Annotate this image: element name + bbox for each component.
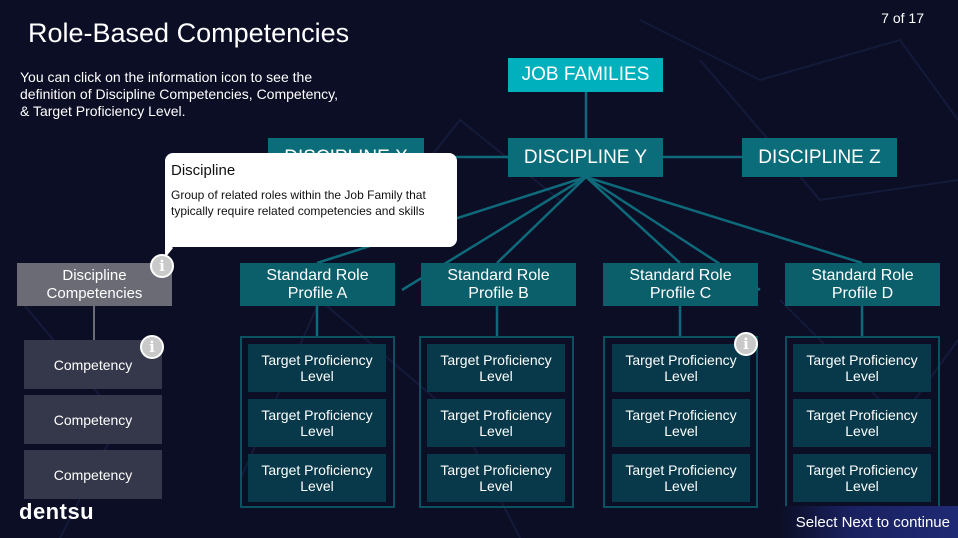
competency-label-2: Competency: [53, 411, 133, 428]
info-glyph: i: [149, 338, 155, 356]
info-glyph: i: [743, 335, 749, 353]
tooltip-tail: [165, 240, 173, 258]
tpl-label: Target Proficiency Level: [440, 462, 552, 494]
role-profile-c-box: Standard Role Profile C: [603, 263, 758, 306]
tpl-d-1: Target Proficiency Level: [793, 344, 931, 392]
tpl-c-3: Target Proficiency Level: [612, 454, 750, 502]
tpl-a-1: Target Proficiency Level: [248, 344, 386, 392]
tooltip-body: Group of related roles within the Job Fa…: [171, 188, 426, 218]
tpl-label: Target Proficiency Level: [806, 352, 918, 384]
role-profile-a-label: Standard Role Profile A: [266, 266, 369, 302]
tpl-a-3: Target Proficiency Level: [248, 454, 386, 502]
info-icon-discipline-competencies[interactable]: i: [150, 254, 174, 278]
role-profile-d-box: Standard Role Profile D: [785, 263, 940, 306]
tpl-b-1: Target Proficiency Level: [427, 344, 565, 392]
job-families-label: JOB FAMILIES: [521, 64, 650, 85]
tpl-b-2: Target Proficiency Level: [427, 399, 565, 447]
tpl-label: Target Proficiency Level: [625, 352, 737, 384]
role-a-frame: [240, 336, 395, 508]
tpl-label: Target Proficiency Level: [806, 407, 918, 439]
page-indicator: 7 of 17: [881, 10, 924, 26]
tpl-b-3: Target Proficiency Level: [427, 454, 565, 502]
discipline-y-box: DISCIPLINE Y: [508, 138, 663, 177]
tpl-label: Target Proficiency Level: [440, 407, 552, 439]
tpl-label: Target Proficiency Level: [806, 462, 918, 494]
discipline-tooltip: Discipline Group of related roles within…: [165, 153, 457, 247]
page-title: Role-Based Competencies: [28, 18, 350, 48]
role-profile-b-label: Standard Role Profile B: [447, 266, 550, 302]
competency-box-2: Competency: [24, 395, 162, 444]
intro-text: You can click on the information icon to…: [20, 69, 339, 119]
competency-label-1: Competency: [53, 356, 133, 373]
tpl-label: Target Proficiency Level: [440, 352, 552, 384]
tpl-label: Target Proficiency Level: [261, 462, 373, 494]
tpl-label: Target Proficiency Level: [625, 407, 737, 439]
discipline-z-label: DISCIPLINE Z: [758, 146, 881, 168]
info-icon-target-proficiency[interactable]: i: [734, 332, 758, 356]
discipline-competencies-label: Discipline Competencies: [46, 266, 143, 302]
tpl-d-3: Target Proficiency Level: [793, 454, 931, 502]
competency-box-3: Competency: [24, 450, 162, 499]
role-profile-b-box: Standard Role Profile B: [421, 263, 576, 306]
tpl-a-2: Target Proficiency Level: [248, 399, 386, 447]
tpl-d-2: Target Proficiency Level: [793, 399, 931, 447]
info-glyph: i: [159, 257, 165, 275]
role-profile-a-box: Standard Role Profile A: [240, 263, 395, 306]
dentsu-logo: dentsu: [19, 499, 95, 524]
tpl-label: Target Proficiency Level: [625, 462, 737, 494]
discipline-y-label: DISCIPLINE Y: [523, 146, 648, 168]
tooltip-title: Discipline: [171, 162, 236, 179]
tpl-c-1: Target Proficiency Level: [612, 344, 750, 392]
tpl-label: Target Proficiency Level: [261, 407, 373, 439]
discipline-competencies-box: Discipline Competencies: [17, 263, 172, 306]
tpl-label: Target Proficiency Level: [261, 352, 373, 384]
select-next-text: Select Next to continue: [795, 513, 950, 531]
role-profile-c-label: Standard Role Profile C: [629, 266, 732, 302]
footer-bar: Select Next to continue: [778, 506, 958, 538]
role-b-frame: [419, 336, 574, 508]
competency-box-1: Competency: [24, 340, 162, 389]
role-profile-d-label: Standard Role Profile D: [811, 266, 914, 302]
info-icon-competency[interactable]: i: [140, 335, 164, 359]
job-families-box: JOB FAMILIES: [508, 58, 663, 92]
competency-label-3: Competency: [53, 466, 133, 483]
tpl-c-2: Target Proficiency Level: [612, 399, 750, 447]
discipline-z-box: DISCIPLINE Z: [742, 138, 897, 177]
role-c-frame: [603, 336, 758, 508]
